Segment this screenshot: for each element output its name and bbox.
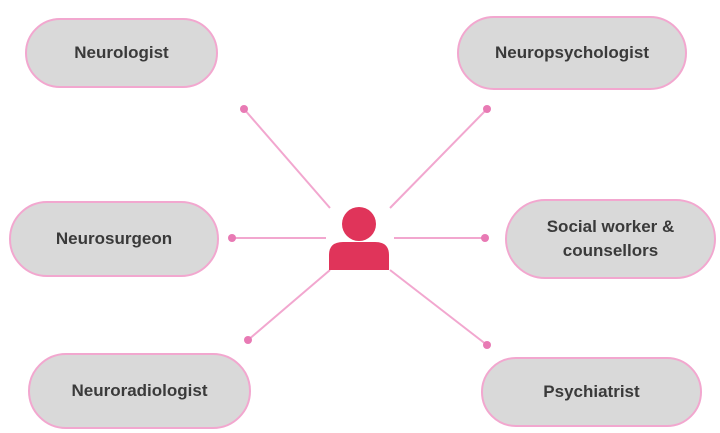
- role-neurologist: Neurologist: [25, 18, 218, 88]
- connector-dot-middle-left: [228, 234, 236, 242]
- role-label: Neurologist: [74, 43, 169, 62]
- connector-dot-bottom-right: [483, 341, 491, 349]
- role-label: Neurosurgeon: [55, 229, 173, 248]
- connector-bottom-right: [389, 269, 488, 346]
- role-label: Social worker & counsellors: [546, 217, 675, 260]
- role-label: Psychiatrist: [543, 382, 640, 401]
- role-psychiatrist: Psychiatrist: [481, 357, 702, 427]
- role-label: Neuropsychologist: [495, 43, 649, 62]
- connector-bottom-left: [247, 269, 331, 341]
- role-neurosurgeon: Neurosurgeon: [9, 201, 219, 277]
- connector-dot-middle-right: [481, 234, 489, 242]
- connector-dot-top-left: [240, 105, 248, 113]
- connector-top-right: [389, 108, 488, 209]
- role-neuroradiologist: Neuroradiologist: [28, 353, 251, 429]
- connector-top-left: [243, 108, 331, 209]
- connector-dot-bottom-left: [244, 336, 252, 344]
- person-icon: [329, 207, 389, 270]
- role-label: Neuroradiologist: [71, 381, 208, 400]
- connector-dot-top-right: [483, 105, 491, 113]
- role-social-worker-counsellors: Social worker & counsellors: [505, 199, 716, 279]
- role-neuropsychologist: Neuropsychologist: [457, 16, 687, 90]
